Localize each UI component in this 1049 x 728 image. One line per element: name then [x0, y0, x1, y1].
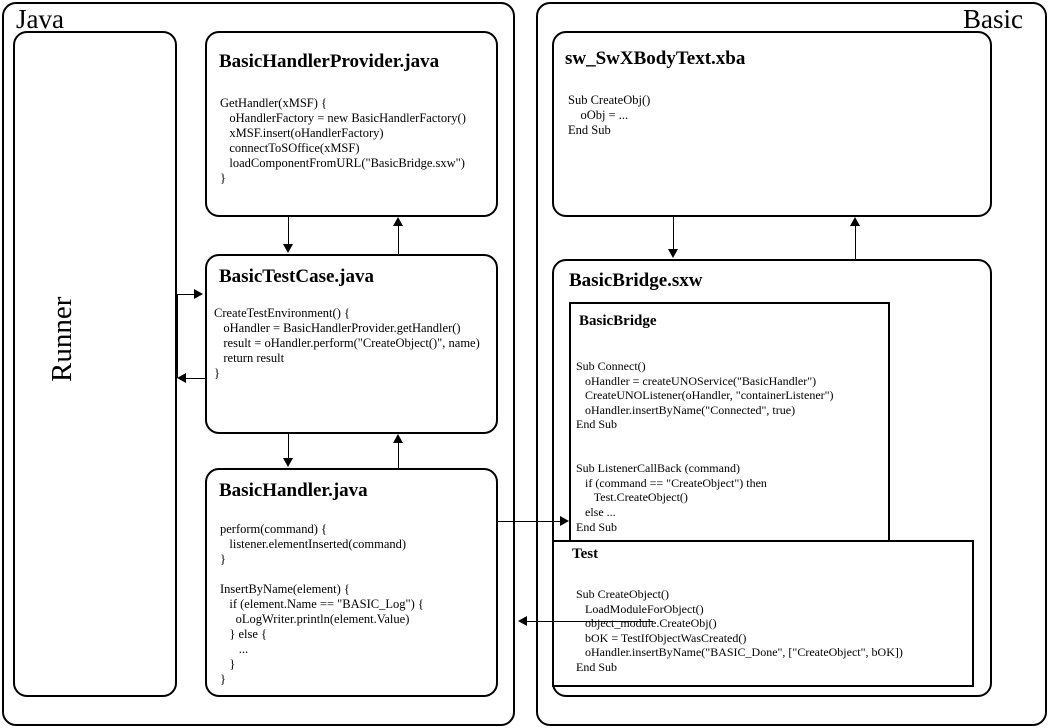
panel-java-title: Java [16, 4, 64, 34]
connector-testcase-to-runner-line [182, 378, 205, 379]
arrow-bridge-to-swxbodytext [850, 217, 860, 226]
box-sw-swxbodytext-code: Sub CreateObj() oObj = ... End Sub [568, 93, 651, 137]
connector-runner-to-testcase-line [177, 294, 197, 295]
box-sw-swxbodytext-title: sw_SwXBodyText.xba [565, 48, 746, 69]
connector-bridge-to-swxbodytext-line [855, 226, 856, 259]
arrow-testcase-to-handler [283, 458, 293, 467]
arrow-swxbodytext-to-bridge [668, 249, 678, 258]
arrow-provider-to-testcase [283, 244, 293, 253]
box-basic-handler-provider-title: BasicHandlerProvider.java [219, 51, 440, 72]
arrow-runner-to-testcase [194, 289, 203, 299]
arrow-test-to-handler [518, 616, 527, 626]
box-runner [13, 31, 177, 697]
box-basic-handler [205, 468, 498, 697]
module-test [552, 540, 974, 687]
connector-provider-to-testcase-line [288, 217, 289, 245]
arrow-testcase-to-runner [177, 373, 186, 383]
arrow-testcase-to-provider [393, 217, 403, 226]
box-basic-test-case [205, 254, 498, 434]
connector-testcase-to-handler-line [288, 434, 289, 459]
panel-basic-title: Basic [963, 4, 1023, 34]
box-basic-test-case-code: CreateTestEnvironment() { oHandler = Bas… [214, 306, 480, 380]
runner-label: Runner [46, 296, 78, 382]
arrow-handler-to-testcase [393, 434, 403, 443]
box-basic-handler-code: perform(command) { listener.elementInser… [220, 522, 424, 686]
box-sw-swxbodytext [552, 31, 992, 217]
connector-handler-to-testcase-line [398, 443, 399, 468]
module-basic-bridge-code: Sub Connect() oHandler = createUNOServic… [576, 359, 834, 534]
box-basic-bridge-sxw-title: BasicBridge.sxw [569, 270, 703, 291]
arrow-handler-to-bridgemodule [560, 516, 569, 526]
module-basic-bridge-title: BasicBridge [579, 313, 657, 329]
connector-testcase-to-provider-line [398, 226, 399, 254]
box-basic-handler-provider-code: GetHandler(xMSF) { oHandlerFactory = new… [220, 96, 466, 185]
module-test-title: Test [572, 546, 599, 562]
connector-handler-to-bridgemodule-line [498, 521, 562, 522]
box-basic-test-case-title: BasicTestCase.java [219, 266, 374, 287]
module-basic-bridge [569, 302, 890, 542]
module-test-code: Sub CreateObject() LoadModuleForObject()… [576, 587, 903, 674]
box-basic-handler-title: BasicHandler.java [219, 480, 368, 501]
connector-test-to-handler-line [523, 621, 653, 622]
connector-swxbodytext-to-bridge-line [673, 217, 674, 250]
box-basic-handler-provider [205, 31, 498, 217]
connector-runner-testcase-vertical [177, 294, 178, 378]
